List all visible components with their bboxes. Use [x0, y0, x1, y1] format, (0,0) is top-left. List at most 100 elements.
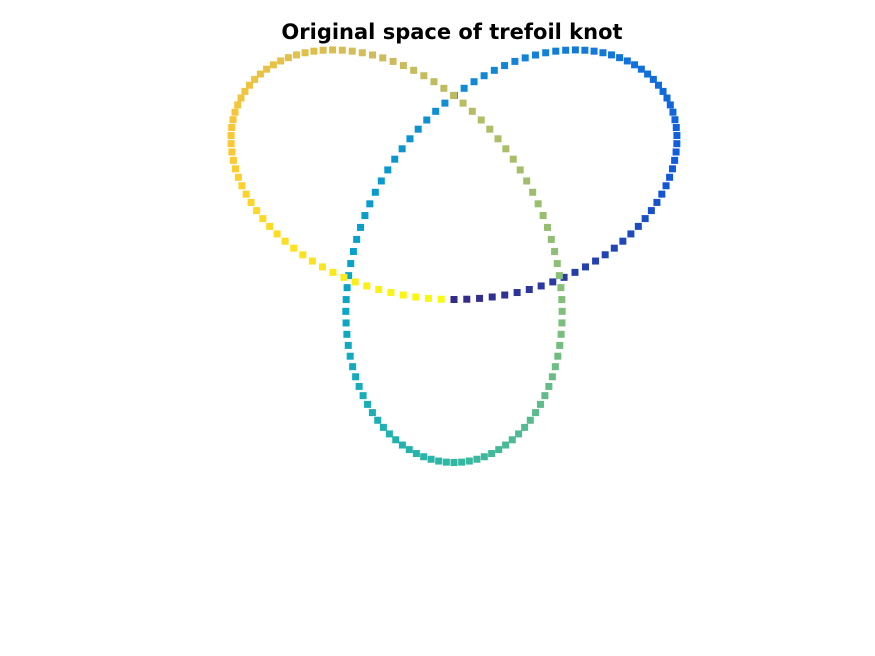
- data-point: [342, 307, 350, 315]
- data-point: [432, 107, 440, 115]
- data-point: [361, 212, 369, 220]
- data-point: [247, 198, 255, 206]
- data-point: [329, 268, 337, 276]
- data-point: [502, 145, 510, 153]
- data-point: [486, 125, 494, 133]
- data-point: [556, 341, 564, 349]
- data-point: [342, 319, 350, 327]
- data-point: [672, 148, 680, 156]
- data-point: [412, 293, 420, 301]
- data-point: [552, 47, 560, 55]
- data-point: [241, 87, 249, 95]
- data-point: [619, 237, 627, 245]
- data-point: [551, 247, 559, 255]
- data-point: [610, 244, 618, 252]
- data-point: [658, 190, 666, 198]
- data-point: [234, 173, 242, 181]
- data-point: [435, 457, 443, 465]
- data-point: [364, 400, 372, 408]
- data-point: [476, 294, 484, 302]
- data-point: [387, 289, 395, 297]
- data-point: [228, 148, 236, 156]
- data-point: [534, 200, 542, 208]
- data-point: [555, 272, 563, 280]
- data-point: [301, 49, 309, 57]
- scatter-points: [227, 46, 681, 466]
- data-point: [424, 294, 432, 302]
- data-point: [371, 188, 379, 196]
- data-point: [458, 458, 466, 466]
- data-point: [227, 140, 235, 148]
- data-point: [523, 177, 531, 185]
- data-point: [571, 268, 579, 276]
- data-point: [423, 116, 431, 124]
- data-point: [671, 116, 679, 124]
- chart-title: Original space of trefoil knot: [281, 20, 622, 44]
- data-point: [450, 296, 458, 303]
- data-point: [558, 319, 566, 327]
- data-point: [253, 207, 261, 215]
- data-point: [238, 182, 246, 190]
- data-point: [420, 453, 428, 461]
- data-point: [641, 215, 649, 223]
- data-point: [468, 107, 476, 115]
- data-point: [391, 155, 399, 163]
- data-point: [623, 57, 631, 65]
- data-point: [266, 222, 274, 230]
- data-point: [349, 247, 357, 255]
- data-point: [554, 352, 562, 360]
- data-point: [460, 84, 468, 92]
- data-point: [389, 57, 397, 65]
- data-point: [668, 165, 676, 173]
- data-point: [273, 230, 281, 238]
- data-point: [592, 257, 600, 265]
- data-point: [647, 207, 655, 215]
- data-point: [525, 286, 533, 293]
- data-point: [406, 135, 414, 143]
- data-point: [256, 70, 264, 78]
- data-point: [539, 212, 547, 220]
- data-point: [344, 341, 352, 349]
- data-point: [666, 173, 674, 181]
- data-point: [488, 450, 496, 458]
- data-point: [557, 330, 565, 338]
- data-point: [348, 47, 356, 55]
- data-point: [599, 49, 607, 57]
- data-point: [329, 46, 337, 54]
- data-point: [430, 78, 438, 86]
- data-point: [601, 251, 609, 259]
- data-point: [557, 284, 565, 292]
- data-point: [549, 278, 557, 286]
- data-point: [671, 156, 679, 164]
- data-point: [293, 51, 301, 59]
- data-point: [410, 66, 418, 74]
- data-point: [649, 75, 657, 83]
- data-point: [560, 273, 568, 281]
- data-point: [399, 62, 407, 70]
- data-point: [351, 278, 359, 286]
- data-point: [581, 46, 589, 54]
- data-point: [398, 145, 406, 153]
- data-point: [495, 446, 503, 454]
- data-point: [284, 54, 292, 62]
- data-point: [340, 273, 348, 281]
- data-point: [246, 81, 254, 89]
- data-point: [231, 108, 239, 116]
- data-point: [551, 363, 559, 371]
- data-point: [490, 66, 498, 74]
- data-point: [502, 441, 510, 449]
- data-point: [377, 177, 385, 185]
- data-point: [379, 54, 387, 62]
- data-point: [547, 235, 555, 243]
- data-point: [616, 54, 624, 62]
- data-point: [405, 446, 413, 454]
- data-point: [465, 457, 473, 465]
- data-point: [536, 400, 544, 408]
- data-point: [347, 260, 355, 268]
- data-point: [644, 70, 652, 78]
- data-point: [420, 72, 428, 80]
- data-point: [358, 49, 366, 57]
- data-point: [343, 284, 351, 292]
- data-point: [477, 116, 485, 124]
- data-point: [662, 182, 670, 190]
